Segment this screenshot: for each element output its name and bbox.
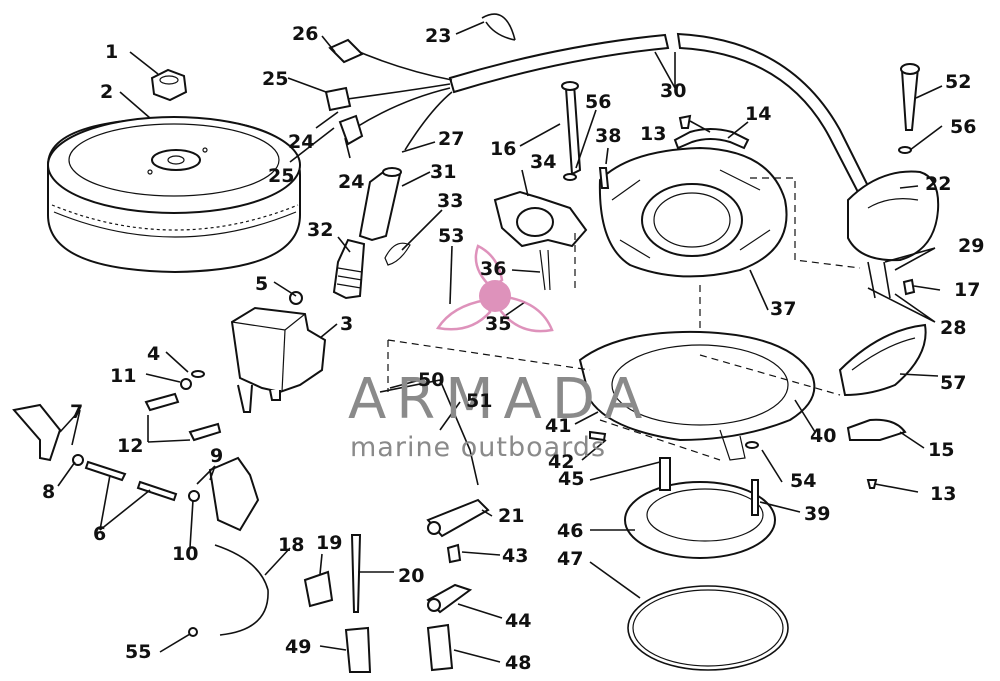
callout-44: 44 <box>505 610 531 632</box>
callout-7: 7 <box>70 401 83 423</box>
callout-19: 19 <box>316 532 342 554</box>
callout-16: 16 <box>490 138 516 160</box>
callout-50: 50 <box>418 369 444 391</box>
cover-plate <box>838 323 927 441</box>
callout-30: 30 <box>660 80 686 102</box>
small-clips <box>384 13 516 266</box>
callout-25a: 25 <box>262 68 288 90</box>
callout-17: 17 <box>954 279 980 301</box>
callout-35: 35 <box>485 313 511 335</box>
callout-36: 36 <box>480 258 506 280</box>
callout-3: 3 <box>340 313 353 335</box>
callout-52: 52 <box>945 71 971 93</box>
callout-2: 2 <box>100 81 113 103</box>
callout-56b: 56 <box>950 116 976 138</box>
callout-24b: 24 <box>338 171 364 193</box>
callout-34: 34 <box>530 151 556 173</box>
small-hardware <box>12 63 920 673</box>
alignment-lines <box>387 177 861 461</box>
callout-51: 51 <box>466 390 492 412</box>
spark-plug-boots <box>332 167 402 300</box>
callout-33: 33 <box>437 190 463 212</box>
callout-29: 29 <box>958 235 984 257</box>
callout-38: 38 <box>595 125 621 147</box>
timer-shield <box>847 170 940 262</box>
callout-18: 18 <box>278 534 304 556</box>
callout-23: 23 <box>425 25 451 47</box>
callout-55: 55 <box>125 641 151 663</box>
callout-49: 49 <box>285 636 311 658</box>
callout-45: 45 <box>558 468 584 490</box>
watermark-brand: ARMADA <box>348 367 652 432</box>
bracket <box>673 128 750 150</box>
callout-48: 48 <box>505 652 531 674</box>
callout-27: 27 <box>438 128 464 150</box>
callout-labels: 1 2 3 4 5 6 7 8 9 10 11 12 13 13 14 15 1… <box>42 23 984 674</box>
callout-5: 5 <box>255 273 268 295</box>
retaining-ring <box>627 585 789 671</box>
callout-20: 20 <box>398 565 424 587</box>
leader-lines <box>57 21 943 663</box>
retainer-plate <box>578 330 816 461</box>
wire-harness <box>324 32 872 198</box>
ignition-coil <box>230 306 327 413</box>
watermark-tagline: marine outboards <box>350 432 606 463</box>
callout-15: 15 <box>928 439 954 461</box>
flywheel-nut <box>150 68 188 102</box>
callout-8: 8 <box>42 481 55 503</box>
spacer-ring <box>624 481 776 559</box>
callout-6: 6 <box>93 523 106 545</box>
flywheel <box>47 116 301 274</box>
callout-56a: 56 <box>585 91 611 113</box>
armature-plate <box>598 146 788 278</box>
throttle-link <box>379 379 490 614</box>
callout-42: 42 <box>548 451 574 473</box>
callout-21: 21 <box>498 505 524 527</box>
callout-32: 32 <box>307 219 333 241</box>
callout-9: 9 <box>210 445 223 467</box>
callout-26: 26 <box>292 23 318 45</box>
callout-28: 28 <box>940 317 966 339</box>
callout-41: 41 <box>545 415 571 437</box>
watermark: ARMADA marine outboards <box>348 244 652 463</box>
callout-13a: 13 <box>930 483 956 505</box>
callout-31: 31 <box>430 161 456 183</box>
callout-39: 39 <box>804 503 830 525</box>
callout-46: 46 <box>557 520 583 542</box>
callout-14: 14 <box>745 103 771 125</box>
callout-47: 47 <box>557 548 583 570</box>
callout-40: 40 <box>810 425 836 447</box>
propeller-logo-icon <box>435 244 554 333</box>
callout-12: 12 <box>117 435 143 457</box>
callout-4: 4 <box>147 343 160 365</box>
callout-13b: 13 <box>640 123 666 145</box>
callout-43: 43 <box>502 545 528 567</box>
callout-37: 37 <box>770 298 796 320</box>
callout-57: 57 <box>940 372 966 394</box>
callout-1: 1 <box>105 41 118 63</box>
sensor-coil <box>493 190 588 291</box>
callout-11: 11 <box>110 365 136 387</box>
callout-25b: 25 <box>268 165 294 187</box>
callout-53: 53 <box>438 225 464 247</box>
callout-22: 22 <box>925 173 951 195</box>
callout-24a: 24 <box>288 131 314 153</box>
callout-10: 10 <box>172 543 198 565</box>
callout-54: 54 <box>790 470 816 492</box>
